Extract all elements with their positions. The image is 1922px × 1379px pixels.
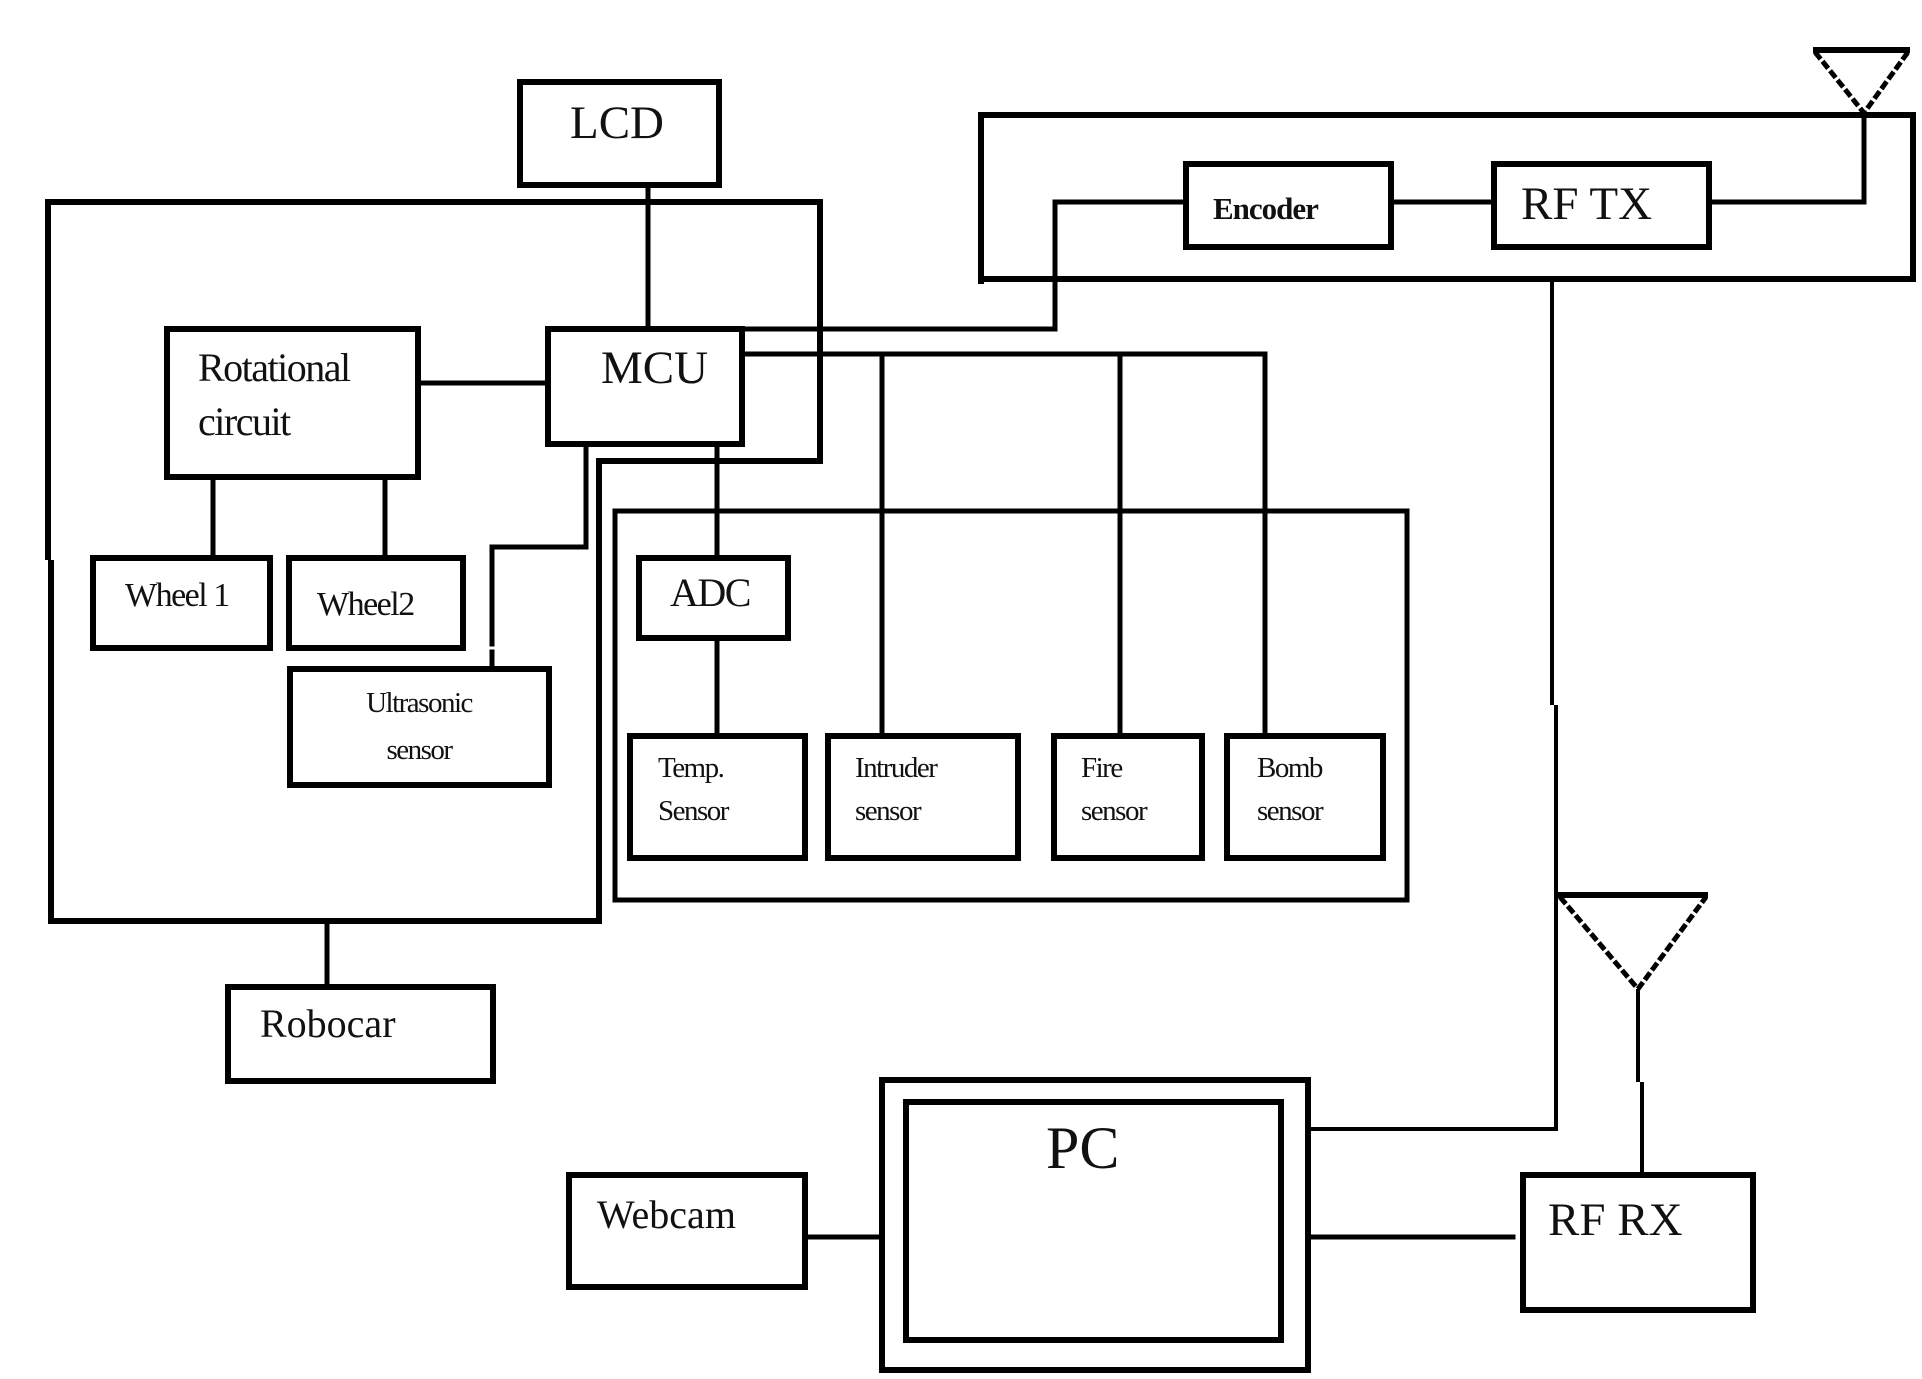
- block-lcd: LCD: [517, 79, 722, 188]
- rftx-label: RF TX: [1521, 178, 1652, 230]
- block-fire-sensor: Fire sensor: [1051, 733, 1205, 861]
- encoder-label: Encoder: [1213, 191, 1319, 226]
- wheel2-label: Wheel2: [317, 586, 414, 623]
- block-rf-rx: RF RX: [1520, 1172, 1756, 1313]
- block-pc: PC: [879, 1077, 1311, 1373]
- rotational-label-line2: circuit: [198, 399, 291, 444]
- wire-mcu-ultrasonic: [489, 441, 589, 647]
- sensor-group-container: [612, 508, 1410, 903]
- block-wheel2: Wheel2: [286, 555, 466, 651]
- rotational-label-line1: Rotational: [198, 345, 351, 390]
- temp-label-line2: Sensor: [658, 795, 730, 827]
- fire-label-line1: Fire: [1081, 752, 1122, 784]
- block-adc: ADC: [636, 555, 791, 641]
- ultrasonic-label-line2: sensor: [386, 734, 453, 766]
- rx-antenna-icon: [1558, 892, 1709, 994]
- wire-rxantenna-rfrx: [1636, 989, 1644, 1175]
- robocar-label: Robocar: [260, 1001, 396, 1046]
- wire-sensor-bus: [739, 351, 1268, 739]
- block-encoder: Encoder: [1183, 161, 1394, 250]
- intruder-label-line1: Intruder: [855, 752, 938, 784]
- block-mcu: MCU: [545, 326, 745, 447]
- adc-label: ADC: [670, 570, 750, 615]
- robocar-frame: [45, 199, 823, 924]
- pc-label: PC: [1046, 1115, 1119, 1181]
- block-intruder-sensor: Intruder sensor: [825, 733, 1021, 861]
- mcu-label: MCU: [601, 342, 708, 394]
- block-temp-sensor: Temp. Sensor: [627, 733, 808, 861]
- block-robocar: Robocar: [225, 984, 496, 1084]
- block-bomb-sensor: Bomb sensor: [1224, 733, 1386, 861]
- wheel1-label: Wheel 1: [125, 577, 229, 614]
- block-ultrasonic-sensor: Ultrasonic sensor: [287, 666, 552, 788]
- tx-antenna-icon: [1813, 47, 1911, 118]
- webcam-label: Webcam: [597, 1192, 736, 1237]
- bomb-label-line2: sensor: [1257, 795, 1324, 827]
- transmitter-enclosure: [978, 112, 1916, 284]
- wire-mcu-encoder: [739, 199, 1189, 332]
- bomb-label-line1: Bomb: [1257, 752, 1323, 784]
- fire-label-line2: sensor: [1081, 795, 1148, 827]
- wire-rftx-antenna: [1706, 110, 1867, 205]
- block-rotational-circuit: Rotational circuit: [164, 326, 421, 480]
- block-wheel1: Wheel 1: [90, 555, 273, 651]
- block-rf-tx: RF TX: [1491, 161, 1712, 250]
- temp-label-line1: Temp.: [658, 752, 724, 784]
- rfrx-label: RF RX: [1548, 1194, 1683, 1246]
- wire-transmitter-pc: [1308, 279, 1558, 1131]
- block-webcam: Webcam: [566, 1172, 808, 1290]
- ultrasonic-label-line1: Ultrasonic: [366, 687, 472, 719]
- connection-wires: [210, 110, 1867, 1240]
- intruder-label-line2: sensor: [855, 795, 922, 827]
- lcd-label: LCD: [570, 97, 664, 149]
